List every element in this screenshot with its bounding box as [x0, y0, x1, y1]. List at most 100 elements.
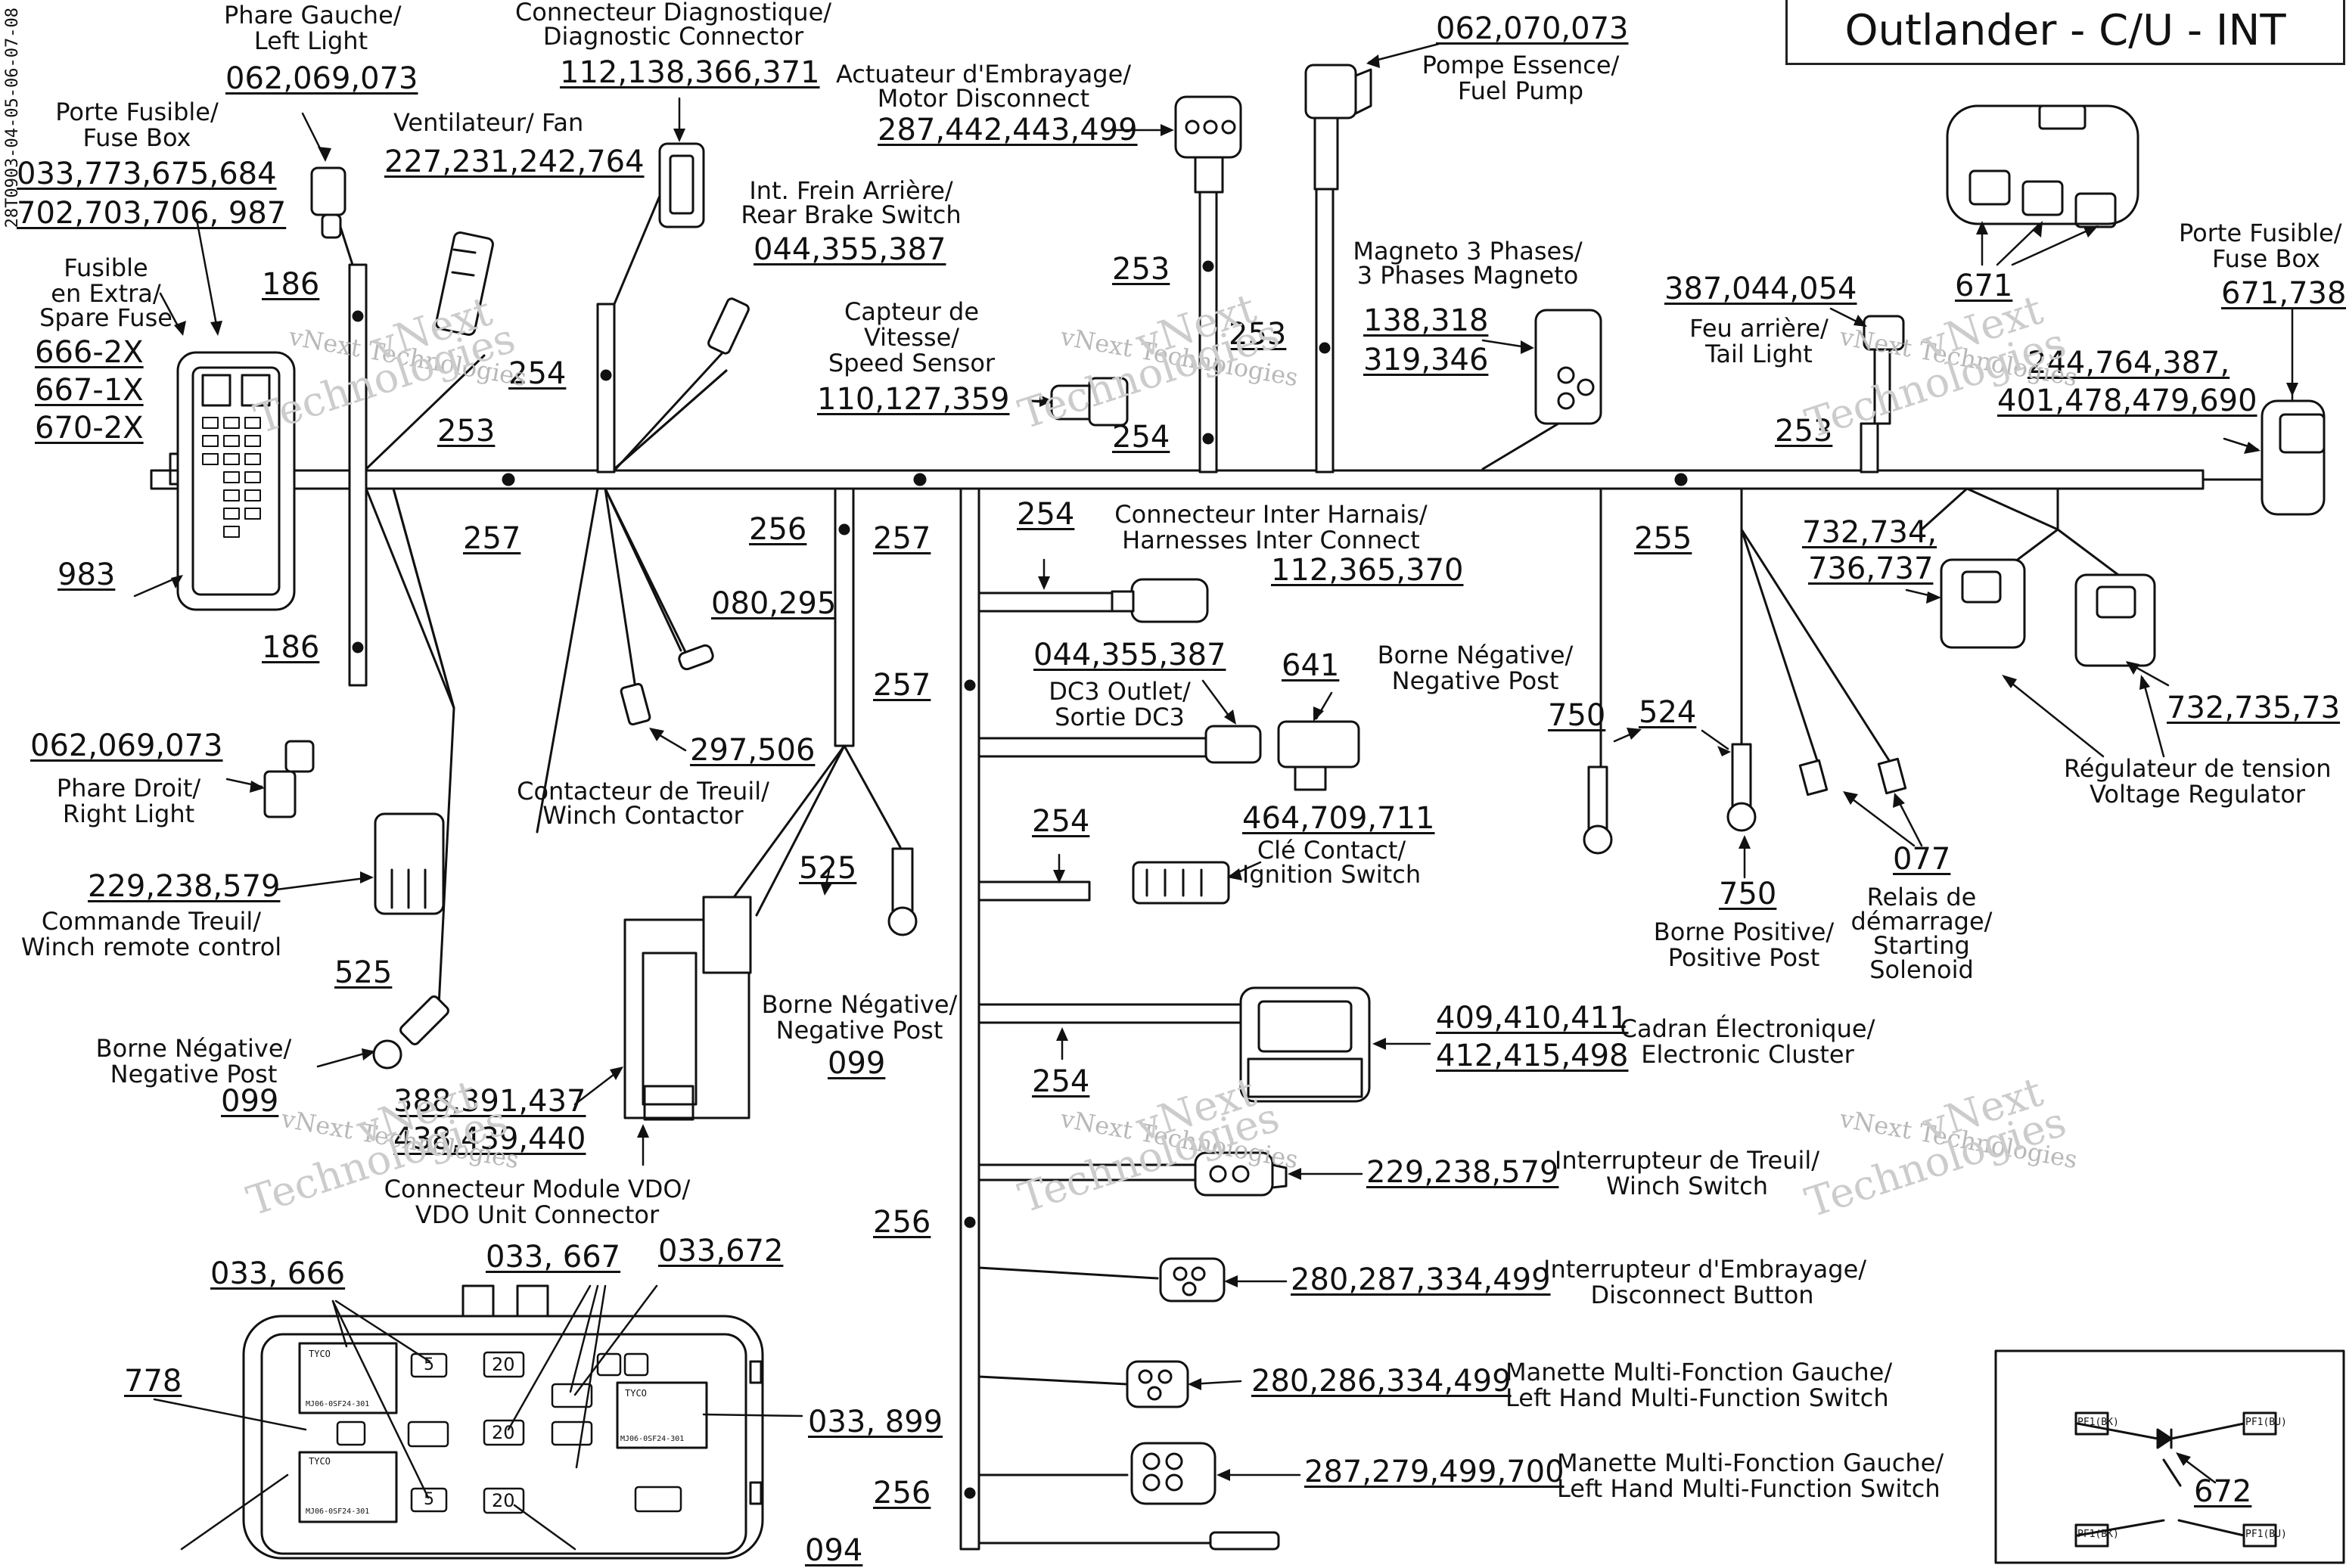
diagram-drawing	[133, 42, 2345, 1564]
speed-sensor	[1029, 377, 1129, 427]
main-harness	[150, 469, 2264, 490]
tail-light-wire	[1860, 422, 1879, 474]
right-connector-parts-2: 401,478,479,690	[1997, 383, 2257, 418]
wire-254-ignition: 254	[1032, 804, 1090, 839]
winch-remote-parts: 229,238,579	[88, 869, 281, 904]
neg-post-center-parts: 099	[828, 1046, 886, 1081]
right-connector-parts-1: 244,764,387,	[2028, 346, 2230, 380]
neg-post-left-label-en: Negative Post	[110, 1060, 278, 1088]
solenoid-line-1: Relais de	[1866, 883, 1977, 911]
arrowheads	[171, 54, 2298, 1481]
lh-switch-1-label-fr: Manette Multi-Fonction Gauche/	[1505, 1358, 1893, 1386]
ignition-label-en: Ignition Switch	[1241, 860, 1422, 889]
vdo-parts-1: 388,391,437	[393, 1084, 586, 1119]
neg-post-left-label-fr: Borne Négative/	[95, 1034, 292, 1063]
fan-parts: 227,231,242,764	[384, 144, 645, 179]
pos-post-parts: 750	[1719, 877, 1777, 911]
disconnect-button-connector	[1159, 1257, 1226, 1303]
fuel-pump-parts: 062,070,073	[1436, 11, 1629, 46]
spare-fuse-parts-1: 666-2X	[35, 335, 144, 370]
lh-switch-1-parts: 280,286,334,499	[1251, 1364, 1512, 1399]
wire-186-bottom: 186	[262, 630, 320, 665]
cluster-parts-2: 412,415,498	[1436, 1039, 1629, 1073]
vdo-parts-2: 438,439,440	[393, 1122, 586, 1157]
fuse-box-983	[169, 351, 296, 611]
fusebox-brand-2: TYCO	[309, 1456, 331, 1467]
fuse-box-parts-2: 702,703,706, 987	[17, 196, 287, 231]
voltage-regulator-parts-3: 732,735,73	[2167, 691, 2341, 725]
solenoid-line-4: Solenoid	[1869, 955, 1974, 984]
solenoid-parts: 077	[1893, 842, 1951, 877]
inter-harness-parts: 112,365,370	[1271, 553, 1464, 588]
wire-254-cluster: 254	[1032, 1064, 1090, 1099]
branch-256-vdo	[725, 487, 902, 917]
spare-fuse-parts-3: 670-2X	[35, 411, 144, 446]
cluster-parts-1: 409,410,411	[1436, 1001, 1629, 1036]
winch-switch-connector	[1194, 1151, 1288, 1197]
wire-254-inter: 254	[1017, 497, 1075, 532]
wire-254-left: 254	[508, 356, 567, 391]
magneto-connector	[1534, 309, 1602, 425]
diag-connector-label-en: Diagnostic Connector	[542, 22, 804, 51]
lower-right-branches	[1599, 487, 2120, 781]
fuse-box-label-fr: Porte Fusible/	[55, 98, 219, 126]
pos-post-label-en: Positive Post	[1667, 943, 1820, 972]
document-id: 28T0903-04-05-06-07-08	[3, 8, 22, 228]
wire-256-top: 256	[749, 512, 807, 547]
winch-switch-label-fr: Interrupteur de Treuil/	[1554, 1146, 1820, 1175]
winch-switch-parts: 229,238,579	[1366, 1155, 1559, 1190]
spare-fuse-line-1: Fusible	[64, 253, 148, 282]
clutch-actuator-connector	[1174, 95, 1242, 194]
fusebox-bottom-parts-2: 033, 667	[486, 1240, 621, 1275]
winch-contactor-parts: 297,506	[690, 733, 816, 768]
rear-brake-wire	[613, 339, 735, 472]
wire-256-bottom: 256	[873, 1476, 931, 1511]
fuse-box-983-parts: 983	[57, 557, 116, 592]
bottom-stub-connector	[1209, 1531, 1280, 1551]
solenoid-line-2: démarrage/	[1850, 907, 1993, 936]
voltage-regulator-label-en: Voltage Regulator	[2090, 780, 2306, 809]
title-box: Outlander - C/U - INT	[1785, 0, 2345, 65]
pos-post-label-fr: Borne Positive/	[1653, 918, 1835, 946]
vdo-label-en: VDO Unit Connector	[415, 1200, 660, 1229]
fuse-box-right-label-en: Fuse Box	[2212, 244, 2320, 273]
rear-brake-switch	[707, 297, 750, 355]
fuse-20-c: 20	[492, 1490, 515, 1511]
clutch-actuator-label-fr: Actuateur d'Embrayage/	[835, 60, 1132, 88]
disconnect-button-label-fr: Interrupteur d'Embrayage/	[1543, 1255, 1867, 1284]
fuse-5-a: 5	[424, 1355, 434, 1374]
fan-label: Ventilateur/ Fan	[393, 108, 584, 137]
spare-fuse-line-3: Spare Fuse	[39, 303, 172, 332]
right-edge-connector	[2261, 399, 2326, 516]
tail-light-label-en: Tail Light	[1705, 340, 1813, 368]
wire-257-lower: 257	[873, 668, 931, 703]
dc3-connector	[1204, 720, 1360, 791]
wire-253-left: 253	[437, 414, 496, 449]
wire-257-mid: 257	[873, 521, 931, 556]
disconnect-button-parts: 280,287,334,499	[1291, 1262, 1551, 1297]
tail-light-parts: 387,044,054	[1664, 272, 1857, 306]
diode-inset	[1994, 1349, 2345, 1564]
right-branches	[977, 591, 1242, 1545]
fuse-box-right-parts: 671,738	[2221, 276, 2346, 311]
vdo-label-fr: Connecteur Module VDO/	[384, 1175, 691, 1203]
winch-switch-label-en: Winch Switch	[1606, 1172, 1768, 1200]
diode-tag-2: PF1(BU)	[2245, 1417, 2287, 1428]
rear-brake-label-fr: Int. Frein Arrière/	[749, 176, 953, 205]
wire-254-fuel: 254	[1112, 420, 1170, 455]
fusebox-brand-1: TYCO	[309, 1349, 331, 1359]
connector-671-parts: 671	[1955, 269, 2013, 303]
neg-post-mid-label-fr: Borne Négative/	[1377, 641, 1574, 669]
sensor-080	[678, 644, 714, 671]
wire-186-top: 186	[262, 267, 320, 302]
right-light-label-fr: Phare Droit/	[56, 774, 201, 803]
diode-tag-4: PF1(BU)	[2245, 1529, 2287, 1540]
lh-switch-1-label-en: Left Hand Multi-Function Switch	[1505, 1383, 1889, 1412]
lh-switch-2-parts: 287,279,499,700	[1304, 1455, 1565, 1489]
wire-256-mid: 256	[873, 1205, 931, 1240]
cluster-label-fr: Cadran Électronique/	[1620, 1014, 1875, 1043]
neg-post-left-parts: 099	[221, 1084, 279, 1119]
fusebox-code-1: MJ06-0SF24-301	[306, 1400, 370, 1408]
diag-connector-label-fr: Connecteur Diagnostique/	[514, 0, 832, 26]
voltage-regulator-connectors	[1940, 558, 2156, 667]
